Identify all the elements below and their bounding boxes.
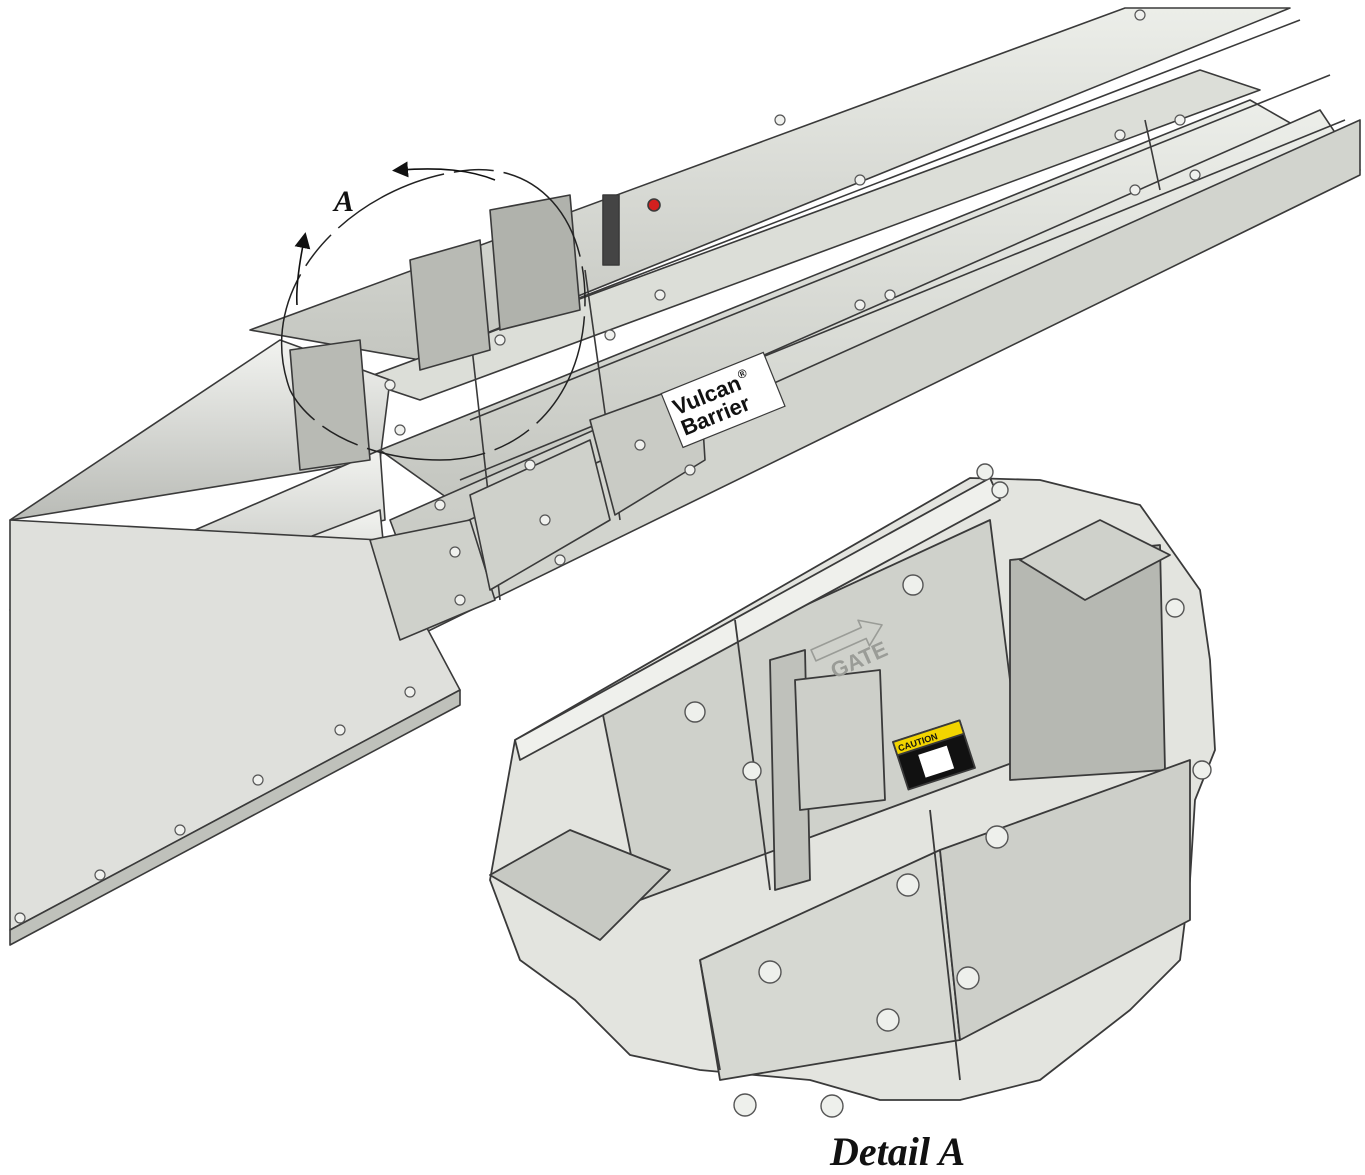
- gate-arrow-icon: [810, 619, 883, 662]
- bolts: [14, 9, 1201, 924]
- gate-housing: [489, 194, 581, 331]
- rail-seam: [469, 19, 1301, 341]
- detail-gate-bracket: [794, 669, 886, 811]
- rail-seam: [469, 74, 1331, 421]
- callout-arrow-left: [294, 232, 311, 306]
- detail-seam: [929, 809, 961, 1081]
- detail-caption: Detail A: [830, 1129, 966, 1174]
- callout-circle: [280, 169, 586, 461]
- callout-letter: A: [332, 185, 354, 218]
- detail-a-view: GATE CAUTION: [489, 463, 1216, 1118]
- red-knob: [647, 198, 661, 212]
- post: [602, 194, 620, 266]
- base-plate-edge: [9, 689, 461, 946]
- caution-decal: CAUTION: [892, 719, 976, 791]
- main-assembly: [9, 7, 1361, 946]
- end-block: [469, 439, 611, 591]
- end-block: [369, 519, 496, 641]
- callout-arrow-top: [392, 161, 496, 181]
- detail-seam: [734, 619, 771, 891]
- gate-housing: [289, 339, 371, 471]
- detail-gate-housing-right-top: [1019, 519, 1171, 601]
- detail-seam: [699, 959, 721, 1071]
- panel-joint: [1144, 119, 1161, 191]
- detail-bolts: [684, 463, 1212, 1118]
- gate-housing: [409, 239, 491, 371]
- detail-callout: A: [280, 161, 586, 461]
- detail-anchor-left: [489, 829, 671, 941]
- detail-top-flange: [514, 477, 1001, 761]
